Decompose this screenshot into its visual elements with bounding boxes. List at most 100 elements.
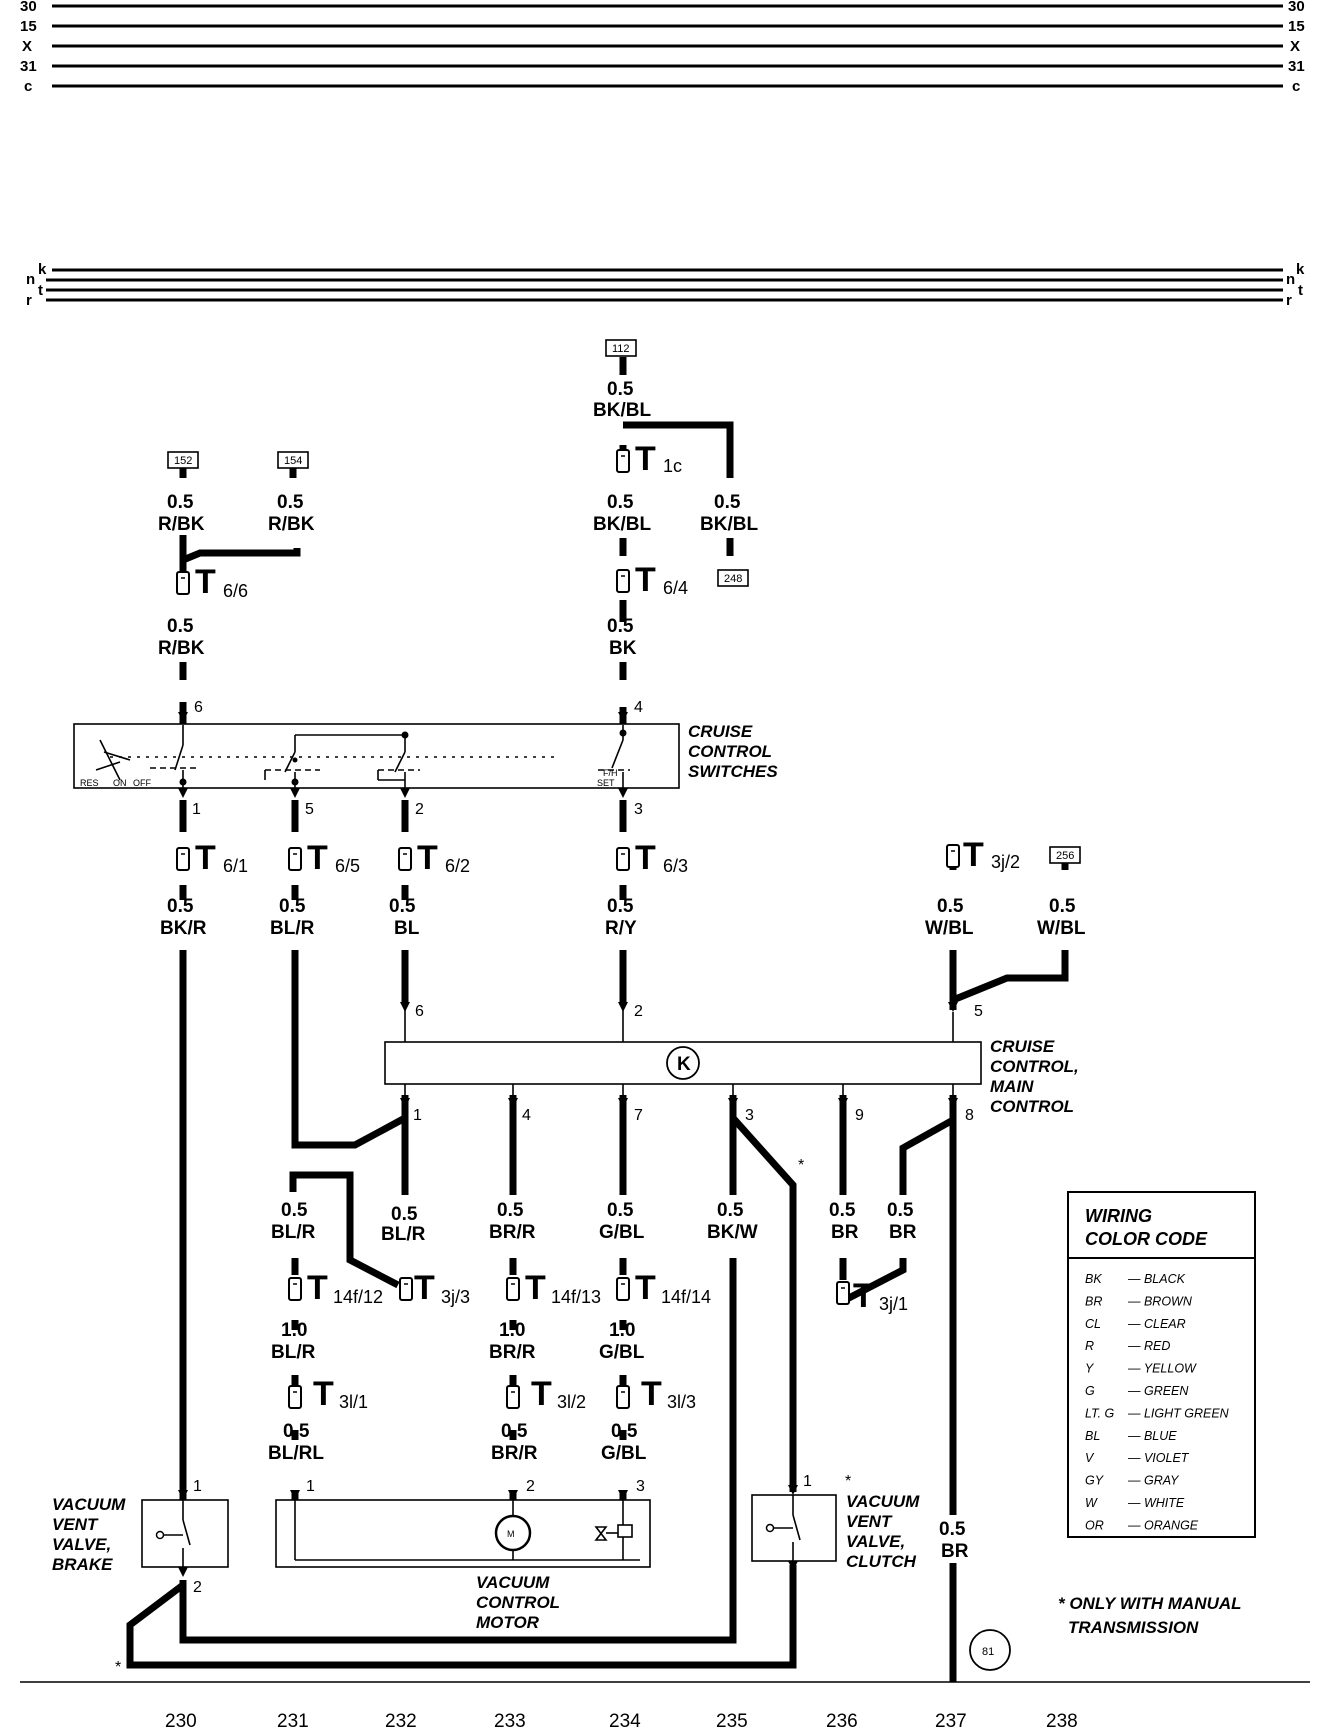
wire-labels: 0.5 BK/BL 0.5 R/BK 0.5 R/BK 0.5 BK/BL 0.… [158,379,1086,1563]
component-label: CONTROL, [990,1057,1079,1076]
color-code-title: WIRING [1085,1206,1152,1226]
wire-label: BK/BL [593,514,651,535]
color-code-abbr: OR [1085,1518,1104,1532]
top-rails: 30 15 X 31 c 30 15 X 31 c [20,0,1305,95]
rail-label: c [24,78,32,95]
wire-label: BR/R [489,1342,536,1363]
wire-label: 1.0 [609,1320,635,1341]
svg-text:5: 5 [974,1003,983,1020]
wire-label: G/BL [599,1342,645,1363]
vacuum-vent-valve-clutch: VACUUM VENT VALVE, CLUTCH [751,1492,920,1571]
switch-mark-off: OFF [133,778,151,788]
svg-text:3j/2: 3j/2 [991,852,1020,872]
svg-text:2: 2 [415,801,424,818]
svg-text:T: T [853,1277,874,1315]
wire-label: 0.5 [277,492,304,513]
switch-mark-fh: F/H [603,768,618,778]
rail-label: k [38,261,47,278]
wire-label: 0.5 [281,1200,308,1221]
svg-text:4: 4 [522,1107,531,1124]
wire-label: 0.5 [283,1421,310,1442]
svg-text:T: T [307,839,328,877]
color-code-meaning: — BLUE [1127,1429,1177,1443]
wire-label: BR [941,1541,969,1562]
ref-248: 248 [724,573,742,585]
svg-text:T: T [313,1375,334,1413]
connector-t14f13: T 14f/13 [506,1269,601,1307]
connector-t3j2: T 3j/2 [946,836,1020,874]
component-label: VENT [52,1515,99,1534]
ref-152: 152 [174,455,192,467]
component-label: VENT [846,1512,893,1531]
wire-label: 0.5 [167,616,194,637]
wire-label: BK/BL [593,400,651,421]
svg-text:T: T [195,563,216,601]
vacuum-control-motor: M VACUUM CONTROL MOTOR [275,1499,651,1632]
svg-text:T: T [307,1269,328,1307]
wire-label: W/BL [925,918,974,939]
svg-text:6/6: 6/6 [223,581,248,601]
rail-label: 15 [20,18,37,35]
connector-t3l1: T 3l/1 [288,1375,368,1413]
wire-label: BL/R [381,1224,426,1245]
wire-label: 0.5 [391,1204,418,1225]
column-number: 232 [385,1711,417,1732]
svg-text:6: 6 [194,699,203,716]
svg-text:T: T [635,839,656,877]
color-code-meaning: — GRAY [1127,1474,1180,1488]
rail-label: 30 [20,0,37,15]
wire-label: BL/R [271,1342,316,1363]
svg-text:8: 8 [965,1107,974,1124]
rail-label: 30 [1288,0,1305,15]
rail-label: 15 [1288,18,1305,35]
column-number: 235 [716,1711,748,1732]
color-code-abbr: Y [1085,1362,1095,1376]
color-code-abbr: BL [1085,1429,1100,1443]
column-number: 233 [494,1711,526,1732]
svg-text:3: 3 [634,801,643,818]
connector-t61: T 6/1 [176,839,248,877]
color-code-meaning: — CLEAR [1127,1317,1186,1331]
wire-label: 0.5 [607,616,634,637]
color-code-abbr: BR [1085,1294,1102,1308]
rail-label: n [26,271,35,288]
wire-label: R/Y [605,918,637,939]
motor-symbol: M [507,1529,515,1539]
wire-label: 0.5 [501,1421,528,1442]
svg-text:3j/1: 3j/1 [879,1294,908,1314]
wire-label: 0.5 [167,896,194,917]
wire-label: BR/R [491,1443,538,1464]
component-label: CRUISE [688,722,753,741]
component-label: VALVE, [52,1535,111,1554]
wire-label: R/BK [158,638,205,659]
wires [126,357,1069,1682]
color-code-meaning: — VIOLET [1127,1451,1190,1465]
column-number: 231 [277,1711,309,1732]
rail-label: 31 [20,58,37,75]
svg-text:6/4: 6/4 [663,578,688,598]
color-code-meaning: — GREEN [1127,1384,1189,1398]
wire-label: BK/W [707,1222,758,1243]
wire-label: BR/R [489,1222,536,1243]
connector-t1c: T 1c [616,440,682,478]
svg-text:1: 1 [193,1478,202,1495]
color-code-abbr: LT. G [1085,1406,1114,1420]
connector-t3l2: T 3l/2 [506,1375,586,1413]
component-label: VACUUM [846,1492,920,1511]
connector-t3j1: T 3j/1 [836,1277,908,1315]
svg-text:T: T [417,839,438,877]
wire-label: 0.5 [1049,896,1076,917]
rail-label: r [26,292,32,309]
svg-text:3: 3 [636,1478,645,1495]
color-code-abbr: R [1085,1339,1094,1353]
svg-text:4: 4 [634,699,643,716]
asterisk: * [115,1659,121,1676]
column-number: 237 [935,1711,967,1732]
footnote: TRANSMISSION [1068,1618,1199,1637]
svg-text:3l/3: 3l/3 [667,1392,696,1412]
svg-text:3l/2: 3l/2 [557,1392,586,1412]
asterisk: * [845,1473,851,1490]
wire-label: BL/RL [268,1443,324,1464]
connector-t64: T 6/4 [616,561,688,599]
